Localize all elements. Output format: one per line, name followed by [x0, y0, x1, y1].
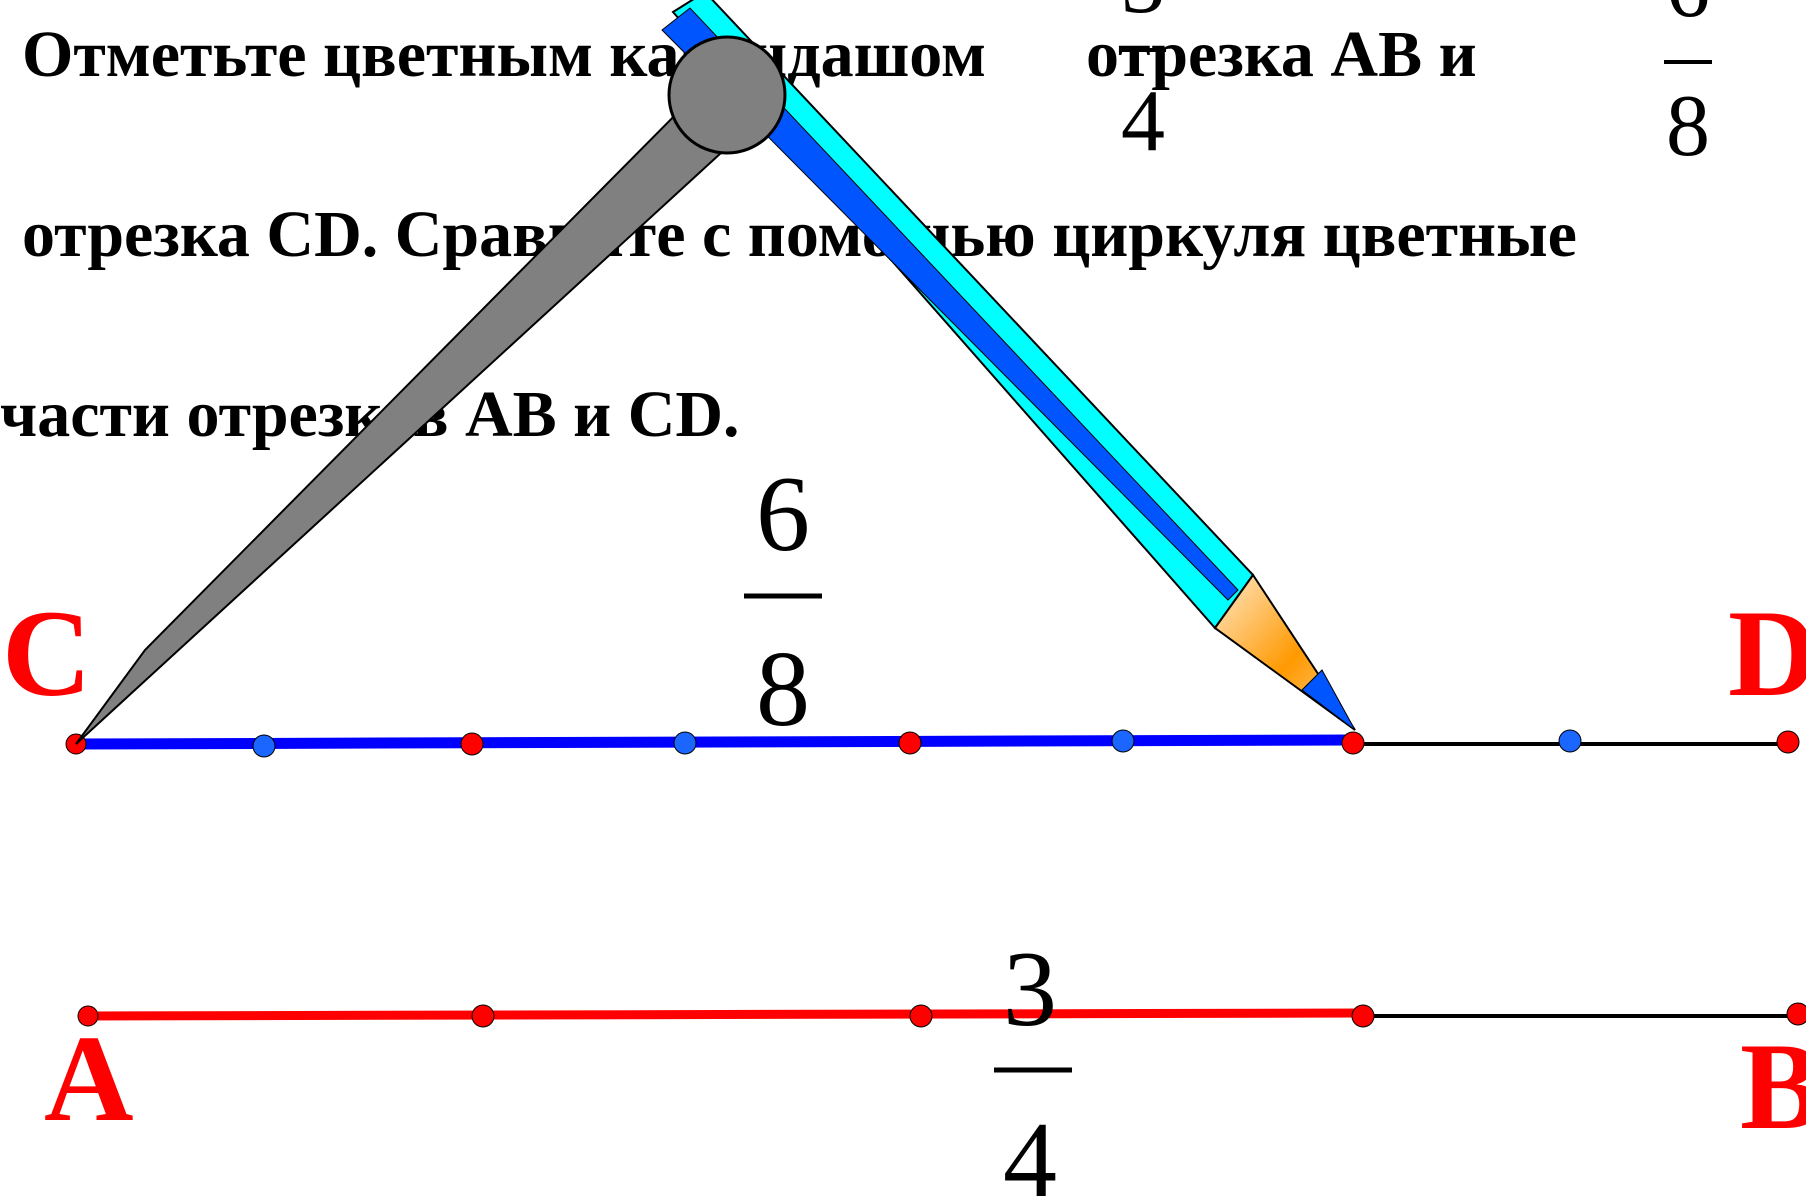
task-text-part-2: отрезка AB и: [1086, 18, 1477, 91]
cd-fraction-denominator: 8: [756, 630, 810, 749]
ab-fraction-numerator: 3: [1003, 930, 1057, 1049]
point-b: [1786, 1002, 1806, 1026]
segment-cd-division-point: [898, 731, 922, 755]
task-text-line-2: отрезка CD. Сравните с помощью циркуля ц…: [22, 198, 1577, 271]
segment-cd-division-point: [1111, 729, 1135, 753]
segment-ab-colored-part: [87, 1008, 1364, 1021]
segment-cd: C D: [2, 585, 1806, 758]
task-fraction-6-8-numerator: 6: [1666, 0, 1710, 36]
segment-ab: A B: [44, 1002, 1806, 1155]
compass-hinge: [667, 35, 787, 155]
segment-cd-division-point: [460, 732, 484, 756]
task-fraction-3-4-denominator: 4: [1121, 73, 1165, 170]
ab-fraction-3-4: 3 4: [994, 930, 1072, 1196]
task-fraction-3-4-numerator: 3: [1121, 0, 1165, 32]
point-a: [77, 1005, 99, 1027]
ab-fraction-denominator: 4: [1003, 1101, 1057, 1196]
label-d: D: [1728, 585, 1806, 722]
compass-needle-leg: [75, 88, 748, 745]
label-b: B: [1740, 1018, 1806, 1155]
task-fraction-3-4: 3 4: [1120, 0, 1166, 170]
cd-fraction-numerator: 6: [756, 455, 810, 574]
segment-cd-division-point: [1558, 729, 1582, 753]
point-d: [1776, 730, 1800, 754]
pencil-stripe: [661, 7, 1239, 601]
segment-ab-division-point: [1351, 1004, 1375, 1028]
segment-cd-division-point: [673, 731, 697, 755]
compass-pencil-leg: [661, 0, 1356, 731]
task-fraction-6-8: 6 8: [1664, 0, 1712, 175]
label-a: A: [44, 1010, 134, 1147]
segment-cd-division-point: [1341, 731, 1365, 755]
segment-ab-division-point: [471, 1004, 495, 1028]
task-text-part-1: Отметьте цветным карандашом: [22, 18, 986, 91]
pencil-lead: [1301, 669, 1356, 731]
segment-cd-division-point: [252, 734, 276, 758]
task-fraction-6-8-denominator: 8: [1666, 78, 1710, 175]
segment-ab-division-point: [909, 1004, 933, 1028]
label-c: C: [2, 585, 92, 722]
cd-fraction-6-8: 6 8: [744, 455, 822, 749]
segment-cd-colored-part: [75, 734, 1356, 750]
